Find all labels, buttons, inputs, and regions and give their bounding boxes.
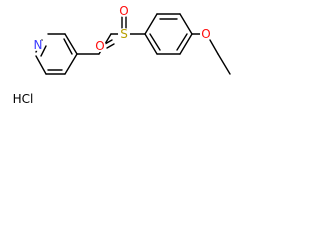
bond — [179, 33, 193, 55]
oxygen-atom-top: O — [119, 4, 128, 18]
benzene-ring — [144, 13, 193, 55]
double-bond-line — [63, 38, 73, 55]
double-bond-line — [149, 33, 161, 51]
hydrochloride-label: HCl — [13, 92, 34, 106]
ethoxy-group — [191, 33, 231, 75]
atom-background — [118, 28, 130, 40]
atom-background — [118, 5, 130, 17]
bond — [35, 55, 47, 75]
chemical-structure-diagram: N S O O O HCl — [13, 4, 231, 106]
double-bond-line — [40, 45, 47, 57]
bond — [179, 13, 193, 35]
atom-background — [94, 40, 106, 52]
bond — [144, 33, 158, 55]
bond — [209, 39, 219, 55]
bond — [144, 13, 158, 35]
bond — [104, 39, 113, 45]
oxygen-atom-ether: O — [201, 27, 210, 41]
oxygen-atom-bottom: O — [95, 39, 104, 53]
double-bond-line — [176, 33, 188, 51]
bond — [64, 33, 78, 55]
bond — [64, 53, 78, 75]
sulfonyl-group — [104, 16, 146, 49]
nitrogen-atom: N — [34, 38, 43, 52]
bond — [106, 43, 115, 49]
atom-background — [32, 39, 44, 51]
sulfur-atom: S — [120, 27, 128, 41]
bond — [217, 53, 231, 75]
atom-background — [200, 28, 212, 40]
atom-labels: N S O O O HCl — [13, 4, 212, 106]
